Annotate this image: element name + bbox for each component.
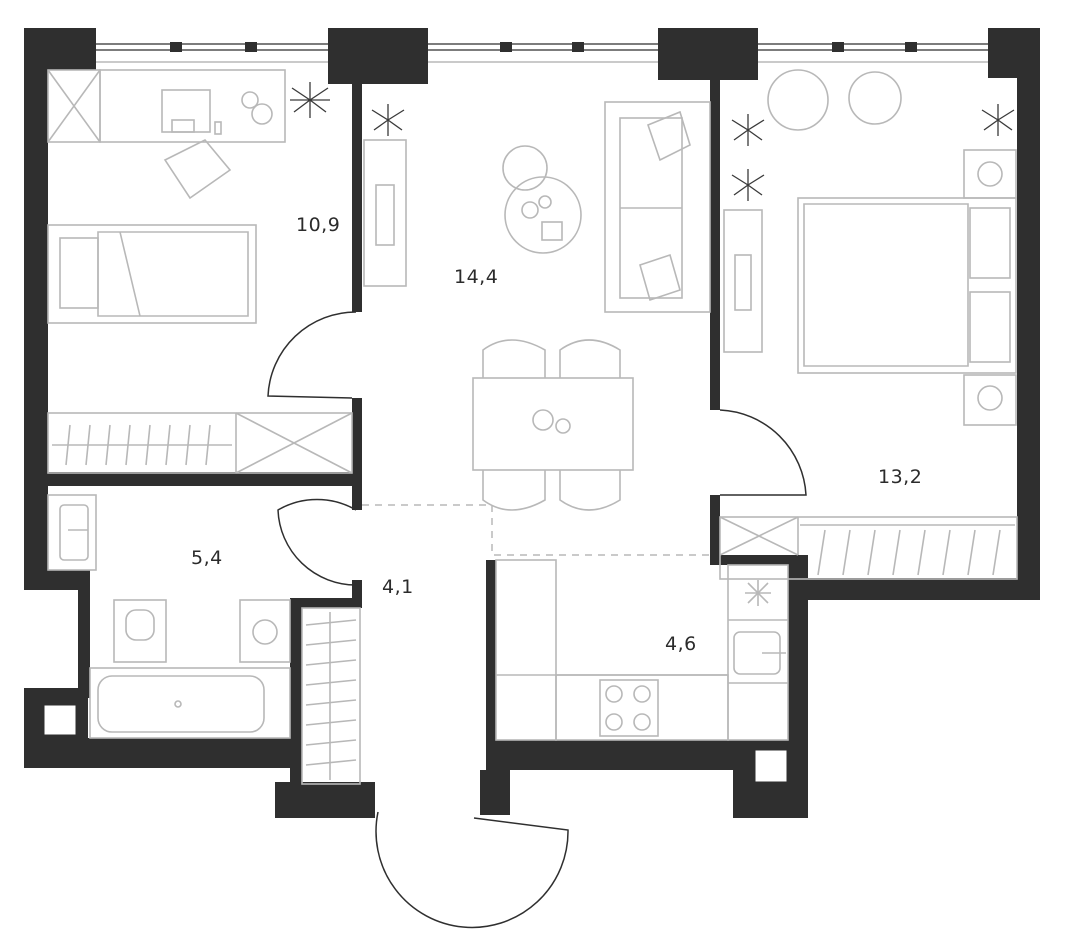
furniture	[47, 69, 1018, 785]
room-area-bedroom-small: 10,9	[296, 214, 341, 236]
plant-icon	[290, 82, 1015, 201]
room-area-living-room: 14,4	[454, 266, 499, 288]
room-area-bedroom-master: 13,2	[878, 466, 923, 488]
room-area-hallway: 4,1	[382, 576, 414, 598]
windows	[96, 42, 988, 63]
room-area-bathroom: 5,4	[191, 547, 223, 569]
doors	[267, 311, 807, 929]
room-area-kitchen: 4,6	[665, 633, 697, 655]
